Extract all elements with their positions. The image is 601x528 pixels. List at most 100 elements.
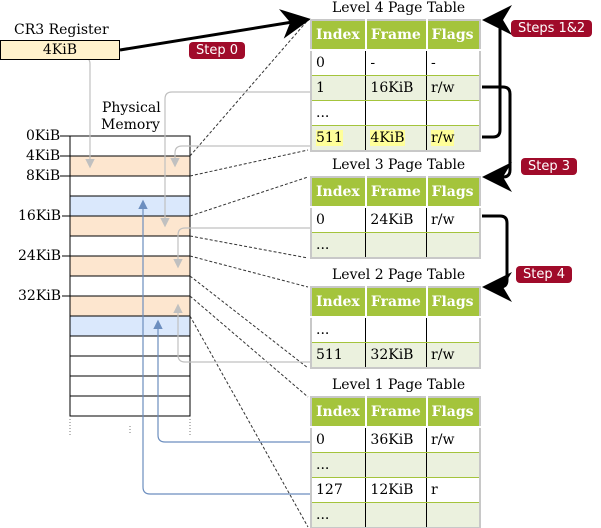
cell-text: r/w [431,347,455,363]
table-cell: 511 [311,342,367,369]
table-cell [426,100,480,126]
memory-frame [69,155,191,177]
cell-text: r [431,482,438,498]
page-table-title: Level 3 Page Table [332,157,466,173]
table-cell [426,317,480,343]
cell-text: 16KiB [370,80,414,96]
step0-arrow [119,9,311,52]
memory-frame [69,315,191,337]
table-cell: r/w [426,125,480,152]
table-cell: 12KiB [365,477,428,503]
memory-frame [69,375,191,397]
step-0-badge: Step 0 [189,42,246,59]
page-pointer-arrows [138,199,370,495]
mem-label-16: 16KiB [18,208,62,224]
table-cell: r/w [426,427,480,453]
memory-frame [69,335,191,357]
cell-text: 0 [316,55,325,71]
memory-frame [69,195,191,217]
table-row: ... [311,232,480,259]
cell-text: 24KiB [370,212,414,228]
cell-text: 4KiB [370,130,405,146]
memory-title-1: Physical [102,100,161,116]
table-cell: - [365,50,428,76]
steps-1-2-badge: Steps 1&2 [511,20,593,37]
table-row: 0 36KiB r/w [311,427,480,453]
column-header: Flags [426,177,480,208]
column-header: Frame [365,287,428,318]
cell-text: ... [316,322,330,338]
memory-frame [69,275,191,297]
cell-text: 511 [316,347,343,363]
frame-mapping-lines [189,19,309,528]
cell-text: r/w [431,80,455,96]
table-cell: ... [311,317,367,343]
memory-frame [69,395,191,417]
table-cell [365,502,428,528]
step-4-badge: Step 4 [516,266,573,283]
column-header: Flags [426,397,480,428]
cell-text: ... [316,105,330,121]
table-cell: 4KiB [365,125,428,152]
table-cell: 0 [311,207,367,233]
memory-frame [69,355,191,377]
memory-title-2: Memory [101,117,160,133]
table-cell: 0 [311,427,367,453]
column-header: Index [311,177,367,208]
table-row: ... [311,452,480,478]
mem-label-4: 4KiB [26,148,61,164]
table-cell [426,232,480,259]
column-header: Frame [365,177,428,208]
cr3-title: CR3 Register [14,22,109,38]
table-cell: r/w [426,75,480,101]
table-cell: r/w [426,207,480,233]
table-row: ... [311,502,480,528]
memory-frame [69,255,191,277]
table-cell: 36KiB [365,427,428,453]
table-row: ... [311,317,480,343]
cell-text: ... [316,507,330,523]
mem-label-24: 24KiB [18,248,62,264]
table-cell [426,452,480,478]
cell-text: 36KiB [370,432,414,448]
table-row: ... [311,100,480,126]
table-cell [426,502,480,528]
cell-text: 511 [316,130,343,146]
table-row: 511 32KiB r/w [311,342,480,369]
memory-frame [69,215,191,237]
table-cell [365,100,428,126]
table-cell: - [426,50,480,76]
table-row: 0 - - [311,50,480,76]
cell-text: - [370,55,376,71]
cell-text: 32KiB [370,347,414,363]
memory-frame [69,295,191,317]
table-cell: 32KiB [365,342,428,369]
table-cell [365,232,428,259]
table-cell: ... [311,100,367,126]
table-row: 511 4KiB r/w [311,125,480,152]
table-cell: 24KiB [365,207,428,233]
column-header: Frame [365,397,428,428]
mem-label-8: 8KiB [26,168,61,184]
table-cell: 0 [311,50,367,76]
cell-text: r/w [431,130,455,146]
column-header: Flags [426,20,480,51]
step-3-badge: Step 3 [521,158,578,175]
memory-frame [69,235,191,257]
mem-label-32: 32KiB [18,288,62,304]
table-cell: ... [311,452,367,478]
cell-text: r/w [431,432,455,448]
cell-text: 0 [316,432,325,448]
table-cell [365,317,428,343]
column-header: Index [311,20,367,51]
table-cell: 1 [311,75,367,101]
column-header: Index [311,397,367,428]
